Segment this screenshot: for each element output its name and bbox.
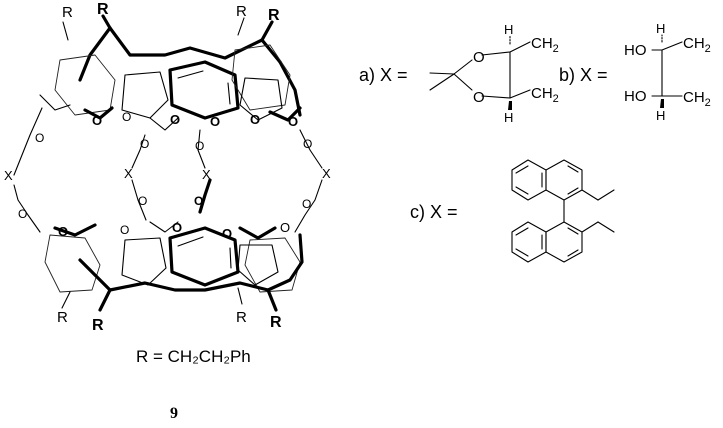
a-o-top: O (473, 49, 485, 66)
x-label-inner-left: X (124, 166, 133, 181)
r-label-top-left: R (97, 1, 109, 18)
x-label-left: X (4, 168, 13, 183)
variant-c-label: c) X = (410, 202, 458, 222)
o-label-lower-1: O (58, 224, 68, 239)
o-label-link-il2: O (138, 194, 147, 208)
o-label-link-ir2: O (194, 194, 203, 208)
a-ch2-top: CH2 (531, 35, 559, 55)
o-label-lower-3: O (172, 220, 182, 235)
b-ch2-top: CH2 (683, 35, 711, 55)
upper-cavitand (39, 14, 302, 131)
variant-c-binaphthyl (511, 159, 615, 263)
cage-structure-9: R R R R O O O O O O O X O O X (4, 1, 331, 334)
r-label-top-left-back: R (62, 4, 73, 21)
o-label-lower-4: O (222, 226, 232, 241)
o-label-upper-6: O (288, 114, 298, 129)
a-h-top: H (504, 22, 513, 37)
a-ch2-bottom: CH2 (531, 85, 559, 105)
o-label-link-r2: O (302, 197, 311, 211)
o-label-link-l1: O (35, 131, 44, 145)
o-label-link-il1: O (140, 137, 149, 151)
b-h-bottom: H (656, 108, 665, 123)
o-label-upper-2: O (122, 110, 131, 124)
o-label-upper-4: O (210, 114, 220, 129)
variant-a: a) X = (359, 35, 531, 110)
r-label-bottom-left: R (92, 317, 104, 334)
variant-b: b) X = (559, 34, 683, 108)
o-label-upper-1: O (92, 113, 102, 128)
o-label-upper-3: O (170, 112, 180, 127)
compound-number: 9 (170, 405, 178, 422)
b-ho-bottom: HO (624, 88, 647, 105)
r-label-top-right-back: R (236, 3, 247, 20)
b-ho-top: HO (624, 42, 647, 59)
variant-a-label: a) X = (359, 65, 408, 85)
x-label-right: X (322, 166, 331, 181)
o-label-lower-2: O (120, 223, 129, 237)
x-label-inner-right: X (202, 167, 211, 182)
b-ch2-bottom: CH2 (683, 89, 711, 109)
b-h-top: H (656, 21, 665, 36)
linker-columns (13, 107, 323, 233)
variant-b-label: b) X = (559, 65, 608, 85)
o-label-link-ir1: O (195, 139, 204, 153)
lower-cavitand (44, 221, 304, 312)
r-label-bottom-left-back: R (57, 309, 68, 326)
o-label-upper-5: O (250, 112, 260, 127)
a-h-bottom: H (504, 110, 513, 125)
o-label-lower-5: O (280, 220, 290, 235)
r-label-top-right: R (268, 7, 280, 24)
o-label-link-l2: O (18, 207, 27, 221)
a-o-bottom: O (473, 89, 485, 106)
o-label-link-r1: O (303, 137, 312, 151)
r-label-bottom-right-back: R (236, 309, 247, 326)
r-label-bottom-right: R (270, 314, 282, 331)
r-definition: R = CH₂CH₂Ph (136, 347, 251, 366)
